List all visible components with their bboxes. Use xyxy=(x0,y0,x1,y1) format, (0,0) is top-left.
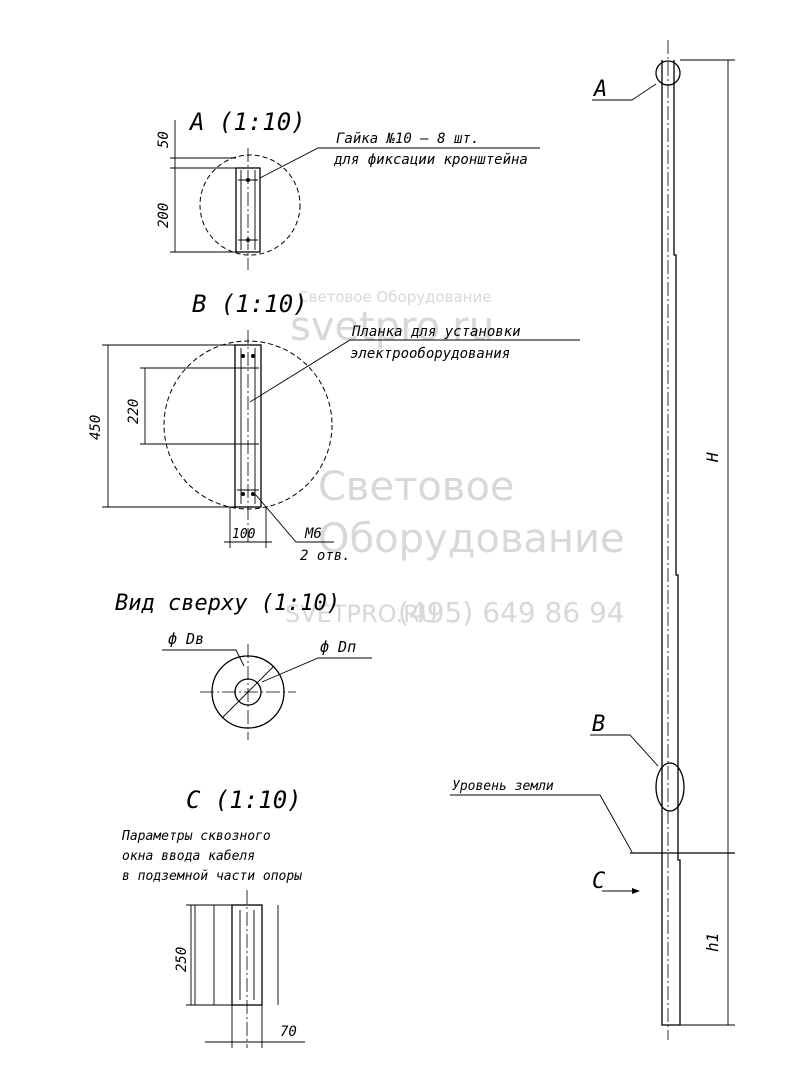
view-a: A (1:10) 50 200 Гайка №10 – 8 шт. для фи… xyxy=(156,108,540,270)
view-b-mounting-plate xyxy=(234,344,262,508)
view-a-note-line2: для фиксации кронштейна xyxy=(333,152,528,168)
view-b-note-line1: Планка для установки xyxy=(351,324,521,340)
view-top: Вид сверху (1:10) ф Dв ф Dп xyxy=(115,591,372,740)
view-b-dim-outer: 450 xyxy=(88,415,104,440)
view-b: B (1:10) 450 220 100 Планка для установк… xyxy=(88,290,580,564)
view-a-dim-top: 50 xyxy=(156,131,172,148)
view-c-desc-line3: в подземной части опоры xyxy=(122,869,302,884)
view-c-desc-line1: Параметры сквозного xyxy=(121,829,271,844)
ground-label: Уровень земли xyxy=(452,779,554,794)
pole-callout-a: A xyxy=(592,77,607,102)
watermark-big-line1: Световое xyxy=(318,464,515,510)
view-a-slot xyxy=(235,167,261,253)
watermark-logo-text: SVETPRO.RU xyxy=(285,600,437,628)
watermark-site: svetpro.ru xyxy=(290,304,494,350)
view-b-dim-bottom: 100 xyxy=(232,527,256,542)
watermark: Световое Оборудование svetpro.ru Светово… xyxy=(285,288,625,629)
view-b-dim-inner: 220 xyxy=(126,399,142,424)
view-b-bolt-line2: 2 отв. xyxy=(300,548,351,564)
pole-callout-b-circle xyxy=(655,762,685,812)
pole-callout-c: C xyxy=(592,869,606,894)
view-b-title: B (1:10) xyxy=(192,290,308,318)
view-c-desc-line2: окна ввода кабеля xyxy=(122,849,255,864)
view-c: C (1:10) Параметры сквозного окна ввода … xyxy=(121,786,305,1048)
view-b-bolt-line1: M6 xyxy=(304,526,322,542)
view-a-note-line1: Гайка №10 – 8 шт. xyxy=(336,131,479,147)
watermark-phone: (495) 649 86 94 xyxy=(398,596,625,629)
pole-outline xyxy=(661,60,681,1026)
view-c-title: C (1:10) xyxy=(186,786,302,814)
watermark-big-line2: Оборудование xyxy=(318,516,625,562)
view-a-dim-side: 200 xyxy=(156,203,172,228)
pole-dim-h1: h1 xyxy=(703,933,722,952)
pole-callout-b: B xyxy=(592,712,605,737)
watermark-small: Световое Оборудование xyxy=(298,288,491,306)
view-b-note-line2: электрооборудования xyxy=(350,346,510,362)
view-c-dim-height: 250 xyxy=(174,947,190,972)
view-top-d-outer: ф Dв xyxy=(168,630,204,648)
pole-dim-h: H xyxy=(703,452,722,463)
pole-callout-a-circle xyxy=(655,60,681,86)
view-a-title: A (1:10) xyxy=(188,108,306,136)
view-top-title: Вид сверху (1:10) xyxy=(115,591,340,616)
view-a-circle xyxy=(199,154,301,256)
view-c-dim-width: 70 xyxy=(280,1024,297,1040)
pole-drawing: H h1 Уровень земли A B C xyxy=(450,40,735,1040)
view-top-d-inner: ф Dп xyxy=(320,638,356,656)
